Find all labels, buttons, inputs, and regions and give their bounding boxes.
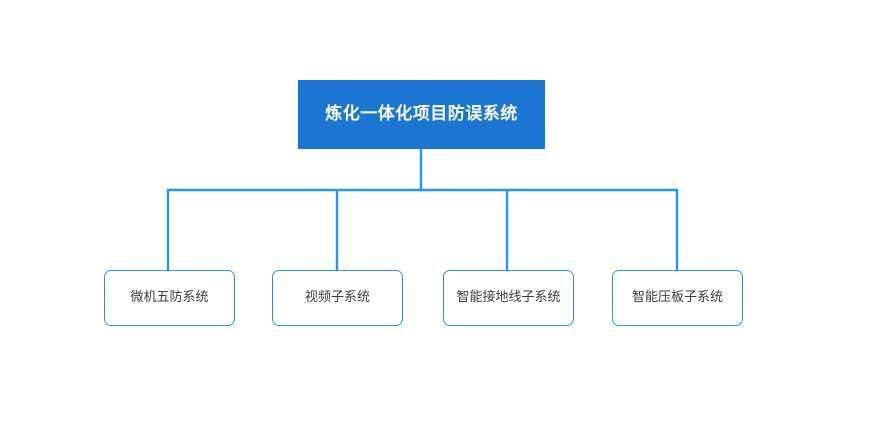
node-child-video[interactable]: 视频子系统 bbox=[272, 270, 403, 326]
node-child-label: 视频子系统 bbox=[304, 290, 370, 306]
node-child-pressure-plate[interactable]: 智能压板子系统 bbox=[612, 270, 743, 326]
node-root-label: 炼化一体化项目防误系统 bbox=[325, 104, 518, 125]
node-root-system[interactable]: 炼化一体化项目防误系统 bbox=[298, 80, 545, 149]
node-child-label: 智能接地线子系统 bbox=[456, 290, 561, 306]
node-child-label: 微机五防系统 bbox=[130, 290, 209, 306]
node-child-weiji-wufang[interactable]: 微机五防系统 bbox=[104, 270, 235, 326]
node-child-grounding-wire[interactable]: 智能接地线子系统 bbox=[443, 270, 574, 326]
node-child-label: 智能压板子系统 bbox=[631, 290, 723, 306]
